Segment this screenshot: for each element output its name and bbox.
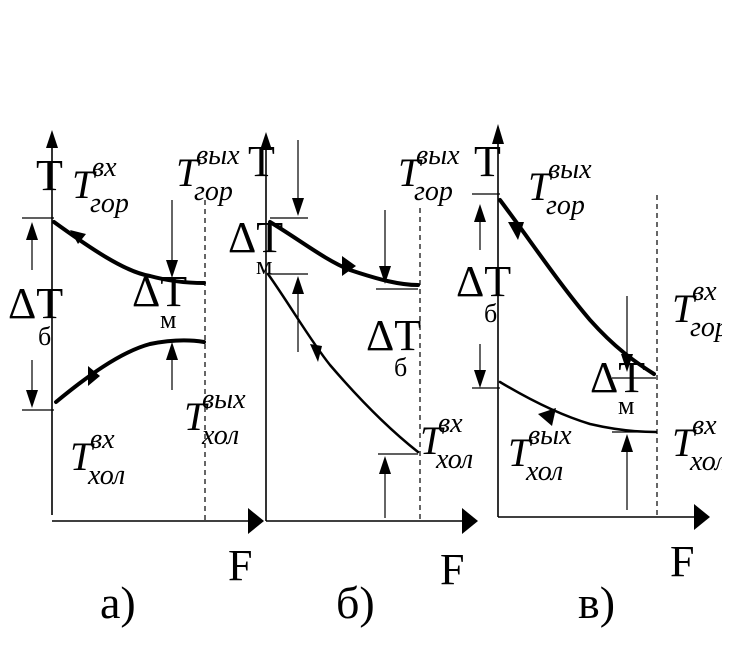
panel-v-letter: в) — [578, 577, 615, 628]
panel-v-hot-flow-arrow — [508, 222, 524, 240]
svg-text:T: T — [184, 394, 209, 439]
svg-text:T: T — [672, 286, 697, 331]
svg-text:вх: вх — [90, 424, 115, 455]
panel-a-dtm-arrow-down — [166, 260, 178, 278]
panel-a-dtb-label: ΔT — [8, 279, 63, 328]
panel-b-hot-curve — [268, 220, 420, 287]
panel-a-dtb-sub: б — [38, 322, 51, 351]
svg-text:вых: вых — [528, 420, 572, 451]
svg-text:T: T — [420, 418, 445, 463]
svg-text:вх: вх — [692, 276, 717, 307]
panel-v-dtb-arrow-down — [474, 370, 486, 388]
svg-text:гор: гор — [90, 188, 129, 219]
panel-v-x-label: F — [670, 537, 694, 586]
panel-v-dtm-arrow-up — [621, 434, 633, 452]
svg-text:T: T — [70, 434, 95, 479]
svg-text:хол: хол — [201, 420, 239, 451]
svg-text:вых: вых — [202, 384, 246, 415]
svg-text:гор: гор — [690, 312, 729, 343]
panel-a-hot-curve — [52, 220, 206, 285]
svg-text:вх: вх — [438, 408, 463, 439]
panel-a: T F а) ΔT б ΔT м T вх гор T вых гор — [8, 130, 264, 628]
panel-v-cold-in-label: T вх хол — [672, 410, 727, 477]
svg-text:T: T — [672, 420, 697, 465]
panel-v-y-label: T — [474, 137, 501, 186]
panel-a-y-label: T — [36, 151, 63, 200]
panel-a-hot-flow-arrow — [70, 230, 86, 244]
svg-text:хол: хол — [525, 456, 563, 487]
panel-a-x-label: F — [228, 541, 252, 590]
panel-a-x-arrowhead — [248, 508, 264, 534]
panel-a-dtm-arrow-up — [166, 342, 178, 360]
panel-a-dtm-label: ΔT — [132, 267, 187, 316]
panel-b: T F б) ΔT м ΔT б T вых гор T вх хол — [228, 132, 478, 628]
svg-text:гор: гор — [546, 190, 585, 221]
svg-text:гор: гор — [194, 176, 233, 207]
svg-text:хол: хол — [87, 460, 125, 491]
panel-b-dtm-arrow-up — [292, 276, 304, 294]
panel-b-cold-in-label: T вх хол — [420, 408, 473, 475]
panel-b-x-arrowhead — [462, 508, 478, 534]
svg-text:вх: вх — [92, 152, 117, 183]
panel-v-y-arrowhead — [492, 124, 504, 144]
panel-v-dtb-arrow-up — [474, 204, 486, 222]
panel-b-hot-out-label: T вых гор — [398, 140, 460, 207]
panel-b-dtm-sub: м — [256, 251, 272, 280]
panel-v-hot-curve — [498, 198, 656, 376]
panel-a-cold-flow-arrow — [88, 366, 100, 386]
svg-text:вых: вых — [196, 140, 240, 171]
panel-v-x-arrowhead — [694, 504, 710, 530]
panel-a-cold-out-label: T вых хол — [184, 384, 246, 451]
panel-a-cold-curve — [54, 338, 206, 404]
panel-v-dtm-arrow-down — [621, 354, 633, 372]
panel-b-hot-flow-arrow — [342, 256, 356, 276]
panel-v-hot-in-label: T вх гор — [672, 276, 729, 343]
panel-b-letter: б) — [336, 577, 375, 628]
panel-b-y-arrowhead — [260, 132, 272, 150]
svg-text:гор: гор — [414, 176, 453, 207]
panel-v-cold-flow-arrow — [538, 408, 556, 426]
panel-a-hot-in-label: T вх гор — [72, 152, 129, 219]
svg-text:T: T — [176, 150, 201, 195]
panel-a-dtm-sub: м — [160, 305, 176, 334]
svg-text:T: T — [398, 150, 423, 195]
panel-b-cold-curve — [266, 272, 420, 454]
panel-a-letter: а) — [100, 577, 136, 628]
panel-v-dtb-label: ΔT — [456, 257, 511, 306]
panel-v-dtm-label: ΔT — [590, 353, 645, 402]
svg-text:хол: хол — [689, 446, 727, 477]
panel-v-dtm-sub: м — [618, 391, 634, 420]
panel-b-dtb-arrow-up — [379, 456, 391, 474]
panel-b-x-label: F — [440, 545, 464, 594]
svg-text:вых: вых — [416, 140, 460, 171]
svg-text:вых: вых — [548, 154, 592, 185]
panel-b-cold-flow-arrow — [310, 344, 322, 362]
svg-text:T: T — [72, 162, 97, 207]
panel-a-dtb-arrow-down — [26, 390, 38, 408]
panel-v: T F в) ΔT б ΔT м T вых гор T вх гор — [456, 124, 729, 628]
panel-b-dtb-label: ΔT — [366, 311, 421, 360]
panel-a-cold-in-label: T вх хол — [70, 424, 125, 491]
svg-text:T: T — [528, 164, 553, 209]
panel-a-dtb-arrow-up — [26, 222, 38, 240]
panel-b-dtm-label: ΔT — [228, 213, 283, 262]
panel-a-y-arrowhead — [46, 130, 58, 148]
svg-text:T: T — [508, 430, 533, 475]
panel-a-hot-out-label: T вых гор — [176, 140, 240, 207]
panel-b-dtm-arrow-down — [292, 198, 304, 216]
panel-b-dtb-arrow-down — [379, 266, 391, 284]
panel-v-dtb-sub: б — [484, 299, 497, 328]
svg-text:вх: вх — [692, 410, 717, 441]
panel-b-y-label: T — [248, 137, 275, 186]
panel-v-cold-out-label: T вых хол — [508, 420, 572, 487]
panel-b-dtb-sub: б — [394, 353, 407, 382]
panel-v-hot-out-label: T вых гор — [528, 154, 592, 221]
svg-text:хол: хол — [435, 444, 473, 475]
